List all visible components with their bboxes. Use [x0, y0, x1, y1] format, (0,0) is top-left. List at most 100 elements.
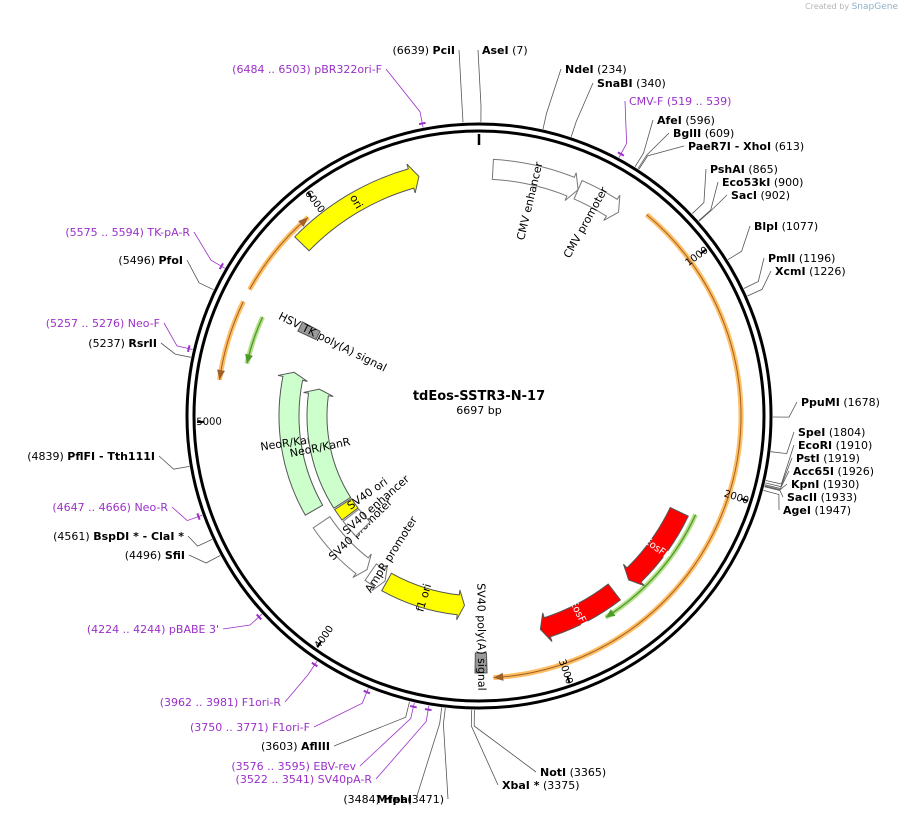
primer-name: EBV-rev	[313, 760, 356, 773]
enzyme-position: (1678)	[843, 396, 880, 409]
enzyme-position: (4496)	[125, 549, 162, 562]
enzyme-leader-line	[763, 490, 780, 511]
primer-leader-line	[284, 661, 318, 703]
backbone-outer-ring	[185, 122, 773, 710]
enzyme-position: (1804)	[829, 426, 866, 439]
primer-position: (6484 .. 6503)	[232, 63, 311, 76]
enzyme-leader-line	[743, 257, 765, 289]
feature-label: HSV TK poly(A) signal	[276, 310, 388, 375]
enzyme-position: (6639)	[392, 44, 429, 57]
enzyme-position: (865)	[748, 163, 778, 176]
enzyme-label: KpnI (1930)	[791, 478, 859, 491]
enzyme-label: AfeI (596)	[657, 114, 715, 127]
enzyme-position: (1077)	[782, 220, 819, 233]
primer-position: (3750 .. 3771)	[190, 721, 269, 734]
credit-brand: SnapGene	[851, 2, 898, 12]
primer-leader-line	[359, 702, 415, 767]
enzyme-position: (1930)	[823, 478, 860, 491]
feature-neo	[303, 388, 352, 509]
enzyme-label: PpuMI (1678)	[801, 396, 880, 409]
enzyme-name: BspDI * - ClaI *	[93, 530, 184, 543]
enzyme-leader-line	[158, 455, 190, 470]
feature-promoter	[312, 515, 372, 579]
enzyme-leader-line	[160, 342, 191, 358]
enzyme-label: XcmI (1226)	[775, 265, 846, 278]
enzyme-label: PmlI (1196)	[768, 252, 835, 265]
primer-name: F1ori-F	[272, 721, 310, 734]
backbone-inner-ring	[192, 129, 766, 703]
enzyme-leader-line	[770, 431, 795, 455]
enzyme-name: PmlI	[768, 252, 795, 265]
primer-leader-line	[313, 688, 369, 728]
enzyme-leader-line	[470, 709, 499, 786]
feature-promoter	[573, 179, 621, 221]
enzyme-leader-line	[186, 259, 214, 291]
enzyme-leader-line	[442, 708, 449, 800]
enzyme-position: (902)	[760, 189, 790, 202]
plasmid-name: tdEos-SSTR3-N-17	[413, 389, 545, 404]
enzyme-position: (234)	[597, 63, 627, 76]
inner-orf-core	[605, 514, 697, 619]
feature-promoter	[342, 508, 371, 537]
primer-label: CMV-F (519 .. 539)	[629, 95, 731, 108]
enzyme-label: EcoRI (1910)	[798, 439, 872, 452]
enzyme-leader-line	[692, 168, 707, 214]
enzyme-leader-line	[727, 225, 751, 261]
enzyme-name: AgeI	[783, 504, 811, 517]
enzyme-position: (3484)	[343, 793, 380, 806]
primer-name: Neo-F	[128, 317, 160, 330]
inner-orf-arrowhead	[605, 609, 616, 618]
enzyme-position: (1933)	[821, 491, 858, 504]
enzyme-position: (1926)	[837, 465, 874, 478]
enzyme-name: NotI	[540, 766, 566, 779]
enzyme-leader-line	[764, 483, 788, 491]
enzyme-name: BlpI	[754, 220, 778, 233]
enzyme-label: (3484) HpaI	[343, 793, 412, 806]
enzyme-label: (5237) RsrII	[88, 337, 157, 350]
orf-arc-arrowhead	[493, 672, 504, 681]
enzyme-label: Eco53kI (900)	[722, 176, 803, 189]
enzyme-name: AflIII	[301, 740, 330, 753]
orf-arc-core	[493, 214, 742, 679]
enzyme-name: NdeI	[565, 63, 594, 76]
orf-arc-arrowhead	[217, 369, 225, 380]
feature-label: SV40 poly(A) signal	[474, 583, 488, 691]
inner-orf-arrowhead	[245, 353, 253, 364]
enzyme-leader-line	[637, 132, 670, 169]
enzyme-position: (1196)	[799, 252, 836, 265]
enzyme-label: NdeI (234)	[565, 63, 627, 76]
primer-position: (4224 .. 4244)	[87, 623, 166, 636]
enzyme-name: PflFI - Tth111I	[67, 450, 155, 463]
enzyme-leader-line	[638, 145, 685, 170]
primer-leader-line	[375, 705, 430, 780]
enzyme-name: RsrII	[128, 337, 157, 350]
enzyme-name: PfoI	[159, 254, 184, 267]
primer-position: (3576 .. 3595)	[231, 760, 310, 773]
enzyme-leader-line	[765, 444, 795, 485]
enzyme-position: (1919)	[823, 452, 860, 465]
enzyme-label: (6639) PciI	[392, 44, 455, 57]
enzyme-name: KpnI	[791, 478, 819, 491]
enzyme-name: Acc65I	[793, 465, 834, 478]
primer-position: (5257 .. 5276)	[46, 317, 125, 330]
orf-arc	[247, 215, 310, 291]
inner-orf-core	[246, 316, 264, 364]
enzyme-leader-line	[188, 554, 221, 564]
enzyme-position: (1947)	[814, 504, 851, 517]
primer-label: (4647 .. 4666) Neo-R	[52, 501, 168, 514]
scale-tick-label: 1000	[684, 245, 711, 269]
enzyme-name: AfeI	[657, 114, 682, 127]
enzyme-name: SfiI	[165, 549, 185, 562]
feature-signal	[297, 321, 321, 341]
primer-name: pBR322ori-F	[314, 63, 382, 76]
enzyme-label: (4561) BspDI * - ClaI *	[53, 530, 184, 543]
feature-label: ori	[347, 192, 365, 211]
feature-neo	[277, 371, 324, 516]
enzyme-label: BglII (609)	[673, 127, 734, 140]
primer-leader-line	[163, 322, 193, 350]
enzyme-name: SacII	[787, 491, 817, 504]
enzyme-name: SacI	[731, 189, 757, 202]
enzyme-name: MfeI	[377, 793, 404, 806]
enzyme-name: PstI	[796, 452, 820, 465]
feature-ori	[294, 163, 420, 252]
